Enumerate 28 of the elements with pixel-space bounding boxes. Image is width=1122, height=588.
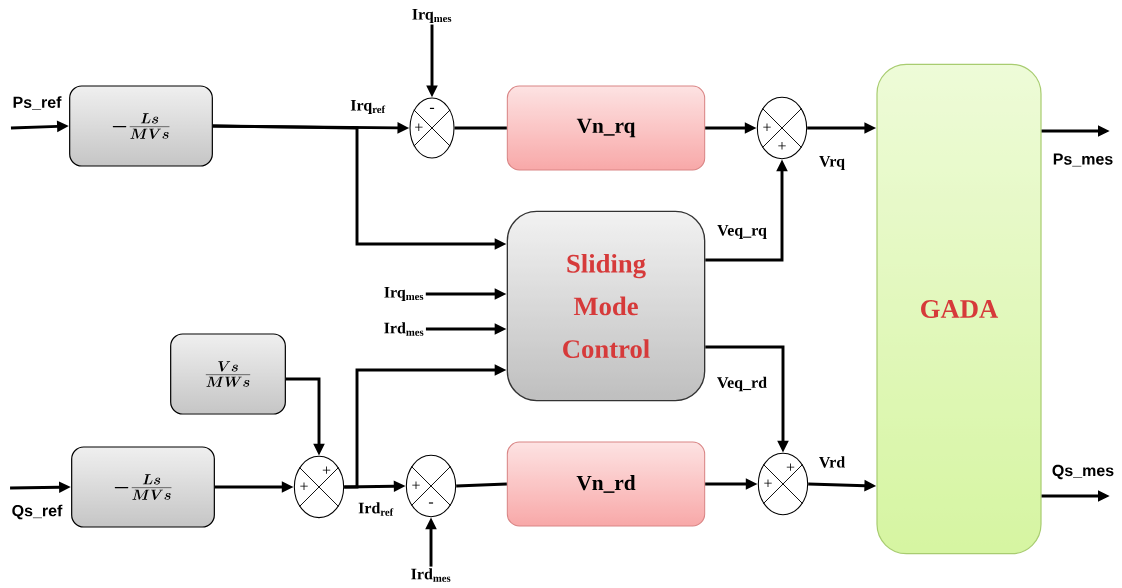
connector-line	[456, 482, 507, 488]
summing-junction: + +	[293, 455, 345, 519]
input-label: Ird$_{mes}$	[411, 568, 451, 582]
input-label: Ps_ref	[13, 96, 62, 110]
input-label: Irq$_{mes}$	[384, 287, 424, 301]
transfer-function-box: $-\frac{Ls}{MVs}$	[71, 446, 215, 528]
controller-box: Vn_rd	[506, 441, 706, 527]
edge-label: Qs_mes	[1050, 463, 1116, 481]
edge-label: Veq_rq	[715, 223, 769, 241]
edge-label: Ps_mes	[1051, 152, 1115, 168]
input-label: Qs_ref	[12, 504, 63, 520]
transfer-function-box: $-\frac{Ls}{MVs}$	[69, 85, 213, 167]
input-label: Irq$_{mes}$	[412, 9, 452, 23]
edge-label: Vrq	[817, 154, 847, 172]
edge-label: Vrd	[817, 455, 847, 469]
edge-label: Veq_rd	[715, 375, 769, 393]
transfer-function-box: $\frac{Vs}{MWs}$	[170, 333, 286, 415]
summing-junction: + +	[756, 96, 808, 160]
edge-label: Ird$_{ref}$	[356, 500, 396, 518]
generator-box: GADA	[876, 63, 1042, 555]
controller-box: Sliding Mode Control	[506, 210, 706, 402]
controller-box: Vn_rq	[506, 85, 706, 171]
edge-label: Irq$_{ref}$	[348, 98, 388, 116]
connector-line	[454, 126, 507, 130]
summing-junction: + +	[757, 452, 809, 516]
summing-junction: - +	[409, 97, 455, 159]
input-label: Ird$_{mes}$	[384, 322, 424, 336]
summing-junction: + -	[405, 454, 457, 518]
